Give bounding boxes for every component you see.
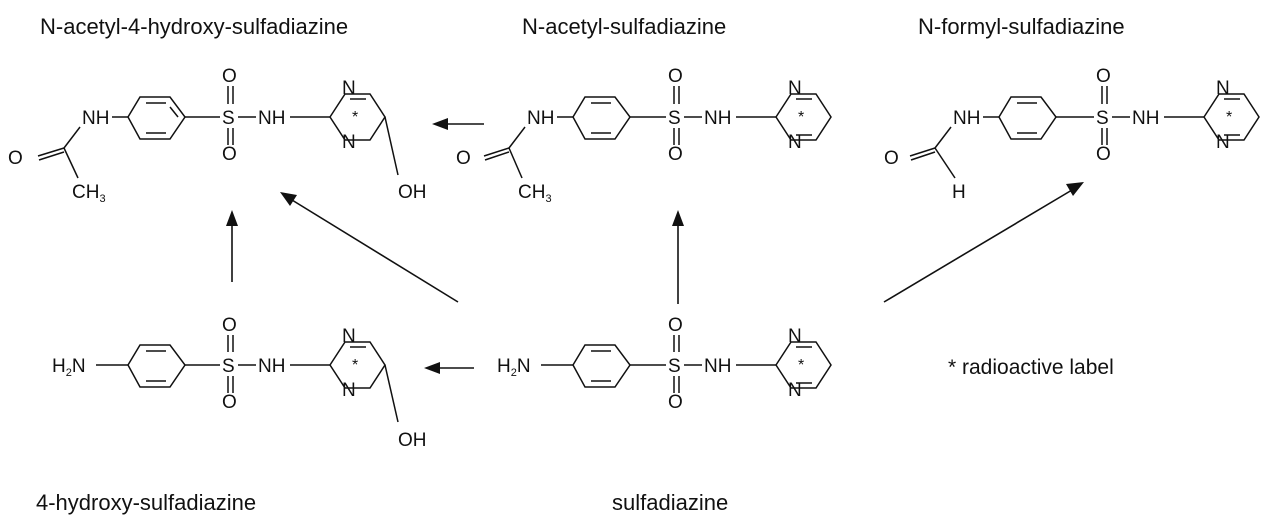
molecule-n-formyl-sulfadiazine: NH O H S O O NH N N * xyxy=(884,66,1260,203)
radioactive-star: * xyxy=(798,109,804,126)
atom-n: N xyxy=(788,380,802,401)
atom-n: N xyxy=(342,326,356,347)
atom-o: O xyxy=(668,144,683,165)
molecule-sulfadiazine: H2N S O O NH N N * xyxy=(497,315,832,413)
atom-s: S xyxy=(668,108,681,129)
arrow-sulfadiazine-to-acetyl-hydroxy xyxy=(291,199,459,303)
atom-o: O xyxy=(222,66,237,87)
title-n-formyl-sulfadiazine: N-formyl-sulfadiazine xyxy=(918,14,1125,39)
atom-o: O xyxy=(456,148,471,169)
atom-ch3: CH3 xyxy=(518,182,552,205)
radioactive-star: * xyxy=(352,109,358,126)
atom-o: O xyxy=(668,392,683,413)
atom-o: O xyxy=(1096,66,1111,87)
atom-nh: NH xyxy=(953,108,980,129)
atom-h2n: H2N xyxy=(497,356,531,379)
atom-nh: NH xyxy=(704,356,731,377)
atom-nh: NH xyxy=(258,356,285,377)
title-4-hydroxy-sulfadiazine: 4-hydroxy-sulfadiazine xyxy=(36,490,256,515)
atom-nh: NH xyxy=(704,108,731,129)
atom-n: N xyxy=(342,78,356,99)
atom-nh: NH xyxy=(82,108,109,129)
atom-n: N xyxy=(342,132,356,153)
arrow-sulfadiazine-to-formyl xyxy=(883,189,1073,303)
atom-oh: OH xyxy=(398,430,427,451)
atom-n: N xyxy=(788,132,802,153)
atom-n: N xyxy=(788,78,802,99)
atom-o: O xyxy=(668,66,683,87)
atom-s: S xyxy=(222,356,235,377)
atom-o: O xyxy=(222,392,237,413)
atom-o: O xyxy=(222,315,237,336)
title-sulfadiazine: sulfadiazine xyxy=(612,490,728,515)
radioactive-label-legend: * radioactive label xyxy=(948,356,1114,379)
reaction-arrows xyxy=(226,118,1084,374)
atom-s: S xyxy=(668,356,681,377)
radioactive-star: * xyxy=(798,357,804,374)
atom-nh: NH xyxy=(258,108,285,129)
atom-o: O xyxy=(8,148,23,169)
atom-o: O xyxy=(222,144,237,165)
radioactive-star: * xyxy=(1226,109,1232,126)
atom-o: O xyxy=(668,315,683,336)
atom-s: S xyxy=(222,108,235,129)
title-n-acetyl-sulfadiazine: N-acetyl-sulfadiazine xyxy=(522,14,726,39)
atom-h2n: H2N xyxy=(52,356,86,379)
atom-n: N xyxy=(1216,132,1230,153)
atom-nh: NH xyxy=(527,108,554,129)
atom-o: O xyxy=(884,148,899,169)
atom-oh: OH xyxy=(398,182,427,203)
radioactive-star: * xyxy=(352,357,358,374)
atom-n: N xyxy=(788,326,802,347)
atom-h: H xyxy=(952,182,966,203)
atom-n: N xyxy=(342,380,356,401)
molecule-n-acetyl-4-hydroxy-sulfadiazine: NH O CH3 S O O NH N N * OH xyxy=(8,66,427,205)
atom-ch3: CH3 xyxy=(72,182,106,205)
atom-o: O xyxy=(1096,144,1111,165)
molecule-n-acetyl-sulfadiazine: NH O CH3 S O O NH N N * xyxy=(456,66,832,205)
molecule-4-hydroxy-sulfadiazine: H2N S O O NH N N * OH xyxy=(52,315,427,451)
title-n-acetyl-4-hydroxy-sulfadiazine: N-acetyl-4-hydroxy-sulfadiazine xyxy=(40,14,348,39)
atom-nh: NH xyxy=(1132,108,1159,129)
atom-s: S xyxy=(1096,108,1109,129)
atom-n: N xyxy=(1216,78,1230,99)
